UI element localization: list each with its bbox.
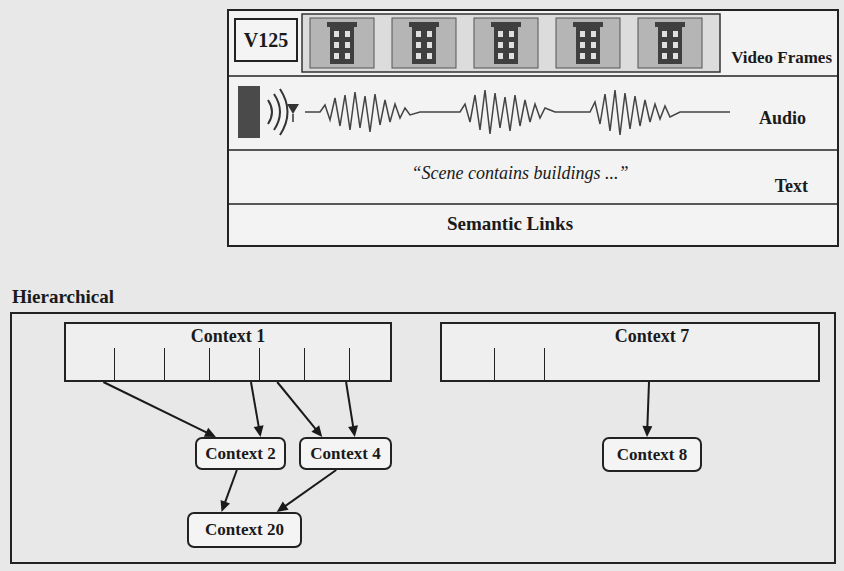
row-divider [228, 75, 838, 77]
arrow-head [311, 425, 322, 437]
hierarchy-arrow [103, 382, 216, 437]
hierarchy-arrow [251, 382, 264, 437]
node-label: Context 2 [205, 444, 275, 464]
node-label: Context 8 [617, 445, 687, 465]
arrow-head [277, 502, 289, 512]
node-label: Hierarchical [12, 286, 114, 308]
hierarchy-arrow [221, 470, 237, 512]
arrow-line [277, 382, 316, 430]
node-label: “Scene contains buildings ...” [412, 163, 629, 184]
hierarchy-arrow [277, 470, 337, 512]
media-panel [228, 10, 838, 246]
row-divider [228, 149, 838, 151]
audio-waveform [305, 90, 730, 135]
node-label: Context 4 [310, 444, 380, 464]
arrow-head [204, 428, 216, 437]
node-label: V125 [244, 29, 288, 52]
node-label: Semantic Links [447, 213, 573, 235]
arrow-line [251, 382, 259, 428]
cell-divider [209, 348, 210, 380]
cell-divider [349, 348, 350, 380]
context-group: Context 1 [64, 322, 392, 382]
arrow-line [225, 470, 237, 504]
context-node: Context 20 [187, 512, 302, 548]
node-label: Context 7 [615, 326, 690, 347]
cell-divider [114, 348, 115, 380]
audio-row: Audio [228, 78, 836, 148]
arrow-head [254, 425, 264, 437]
arrow-head [642, 426, 652, 437]
arrow-head [221, 500, 230, 512]
cell-divider [164, 348, 165, 380]
node-label: Video Frames [731, 48, 832, 68]
cell-divider [544, 348, 545, 380]
context-node: Context 2 [195, 437, 286, 470]
node-label: Context 20 [205, 520, 284, 540]
text-row: “Scene contains buildings ...” Text [228, 152, 836, 203]
hierarchy-frame: HierarchicalContext 1Context 7Context 2C… [10, 312, 836, 564]
arrow-line [346, 382, 353, 428]
cell-divider [259, 348, 260, 380]
hierarchy-arrow [642, 382, 652, 437]
context-node: Context 8 [602, 437, 702, 472]
frame-strip [302, 14, 720, 72]
arrow-line [647, 382, 649, 428]
node-label: Context 1 [191, 326, 266, 347]
cell-divider [494, 348, 495, 380]
semantic-row: Semantic Links [228, 205, 836, 245]
node-label: Audio [759, 108, 806, 129]
hierarchy-arrow [277, 382, 322, 437]
hierarchy-arrow [346, 382, 358, 437]
context-node: Context 4 [299, 437, 392, 470]
video-id-box: V125 [234, 18, 298, 62]
video-frames [310, 18, 702, 68]
speaker-icon [238, 86, 299, 138]
cell-divider [304, 348, 305, 380]
arrow-head [348, 425, 358, 437]
node-label: Text [775, 176, 808, 197]
arrow-line [103, 382, 207, 433]
arrow-line [284, 470, 336, 507]
context-group: Context 7 [440, 322, 820, 382]
row-divider [228, 203, 838, 205]
video-row: Video Frames [300, 12, 836, 74]
